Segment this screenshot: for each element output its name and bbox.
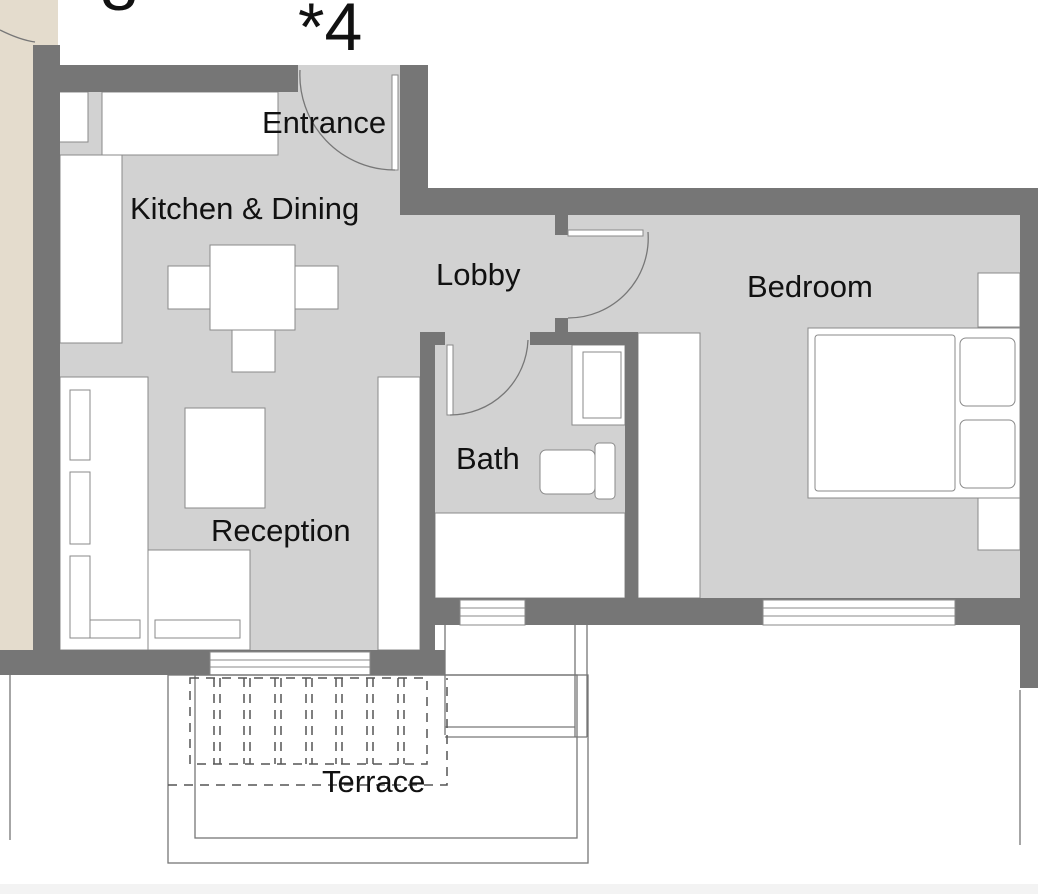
bathtub: [434, 512, 626, 599]
room-label-entrance: Entrance: [262, 105, 386, 140]
pillow: [959, 419, 1016, 489]
coffee-table: [184, 407, 266, 509]
tv-unit: [377, 376, 421, 651]
kitchen-counter: [101, 91, 279, 156]
chair: [167, 265, 211, 310]
furniture: [44, 91, 1021, 651]
kitchen-unit: [59, 154, 123, 344]
cushion: [69, 471, 91, 545]
windows: [209, 599, 956, 676]
chair: [231, 329, 276, 373]
room-label-reception: Reception: [211, 513, 351, 548]
neighbor-unit-number: 8: [100, 0, 138, 25]
room-label-terrace: Terrace: [322, 764, 425, 799]
nightstand: [977, 497, 1021, 551]
pillow: [959, 337, 1016, 407]
chair: [294, 265, 339, 310]
terrace: [167, 625, 589, 864]
wardrobe: [637, 332, 701, 599]
neighbor-area: [0, 0, 58, 650]
cushion: [69, 389, 91, 461]
room-label-bath: Bath: [456, 441, 520, 476]
unit-number: *4: [298, 0, 362, 65]
toilet-tank: [594, 442, 616, 500]
toilet: [539, 449, 596, 495]
room-label-bedroom: Bedroom: [747, 269, 873, 304]
cushion: [89, 619, 141, 639]
room-label-kitchen-dining: Kitchen & Dining: [130, 191, 359, 226]
dining-table: [209, 244, 296, 331]
cushion: [69, 555, 91, 639]
cushion: [154, 619, 241, 639]
room-label-lobby: Lobby: [436, 257, 521, 292]
doors: [299, 69, 649, 416]
nightstand: [977, 272, 1021, 328]
